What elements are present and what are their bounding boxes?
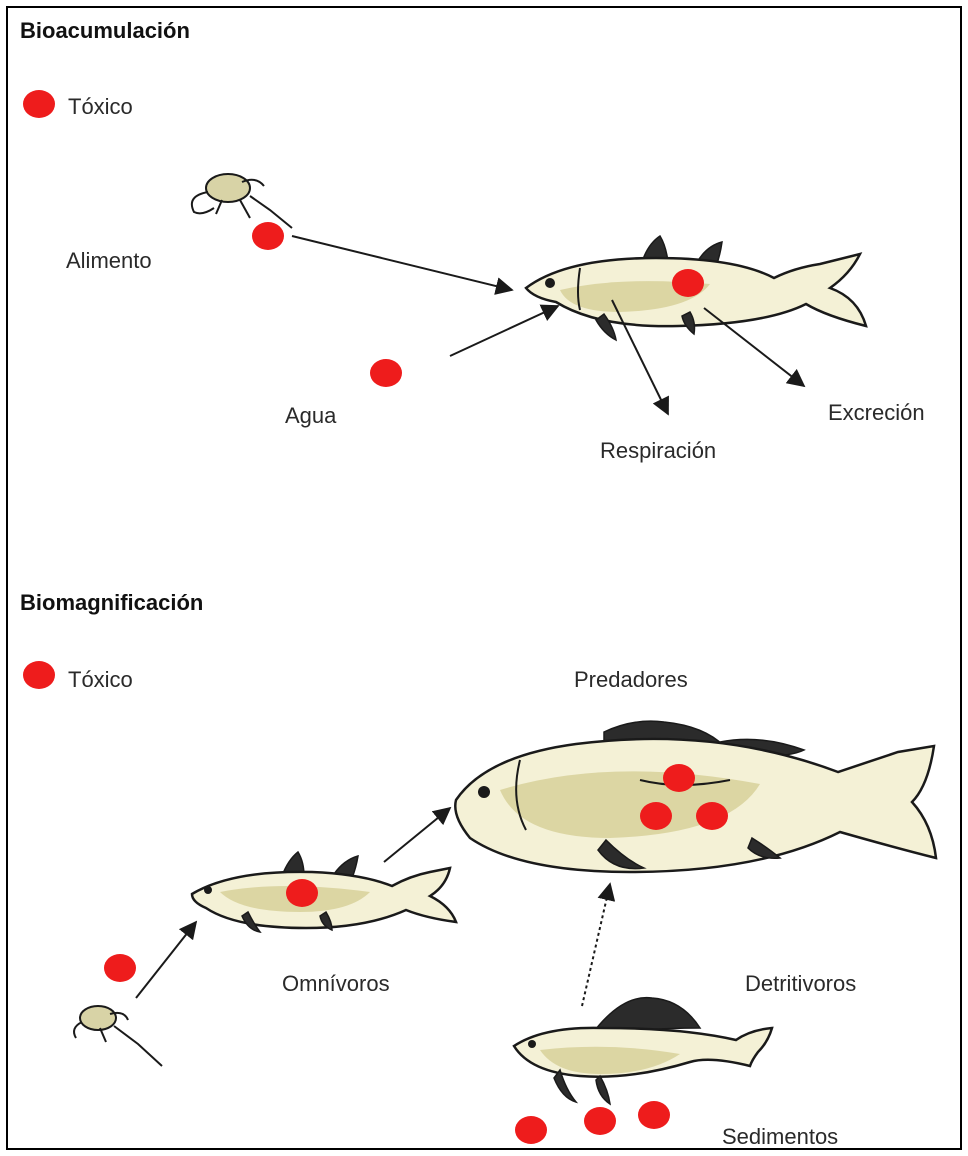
arrow-omnivore-to-predator [384, 808, 450, 862]
section-title-biomagnificacion: Biomagnificación [20, 590, 203, 616]
label-sedimentos: Sedimentos [722, 1124, 838, 1150]
toxic-dot-predator-2 [640, 802, 672, 830]
label-omnivoros: Omnívoros [282, 971, 390, 997]
toxic-dot-water [370, 359, 402, 387]
toxic-dot-sediment-3 [638, 1101, 670, 1129]
section-title-bioacumulacion: Bioacumulación [20, 18, 190, 44]
label-excrecion: Excreción [828, 400, 925, 426]
arrow-food-to-fish [292, 236, 512, 290]
legend-toxic-dot-icon [23, 90, 55, 118]
toxic-dot-predator-1 [663, 764, 695, 792]
legend-toxic-label: Tóxico [68, 94, 133, 120]
legend-toxic-label-2: Tóxico [68, 667, 133, 693]
arrow-water-to-fish [450, 306, 558, 356]
label-agua: Agua [285, 403, 336, 429]
label-predadores: Predadores [574, 667, 688, 693]
label-respiracion: Respiración [600, 438, 716, 464]
arrow-insect-to-omnivore [136, 922, 196, 998]
insect-small-icon [74, 1006, 162, 1066]
toxic-dot-insect [104, 954, 136, 982]
toxic-dot-sediment-2 [584, 1107, 616, 1135]
fish-detritivore [514, 998, 772, 1104]
fish-predator [455, 721, 936, 872]
toxic-dot-sediment-1 [515, 1116, 547, 1144]
toxic-dot-omnivore [286, 879, 318, 907]
legend-toxic-dot-icon-2 [23, 661, 55, 689]
toxic-dot-food [252, 222, 284, 250]
label-alimento: Alimento [66, 248, 152, 274]
label-detritivoros: Detritivoros [745, 971, 856, 997]
insect-food-icon [192, 174, 292, 228]
toxic-dot-predator-3 [696, 802, 728, 830]
toxic-dot-fish [672, 269, 704, 297]
fish-omnivore [192, 852, 456, 932]
arrow-detritivore-to-predator [582, 884, 610, 1006]
